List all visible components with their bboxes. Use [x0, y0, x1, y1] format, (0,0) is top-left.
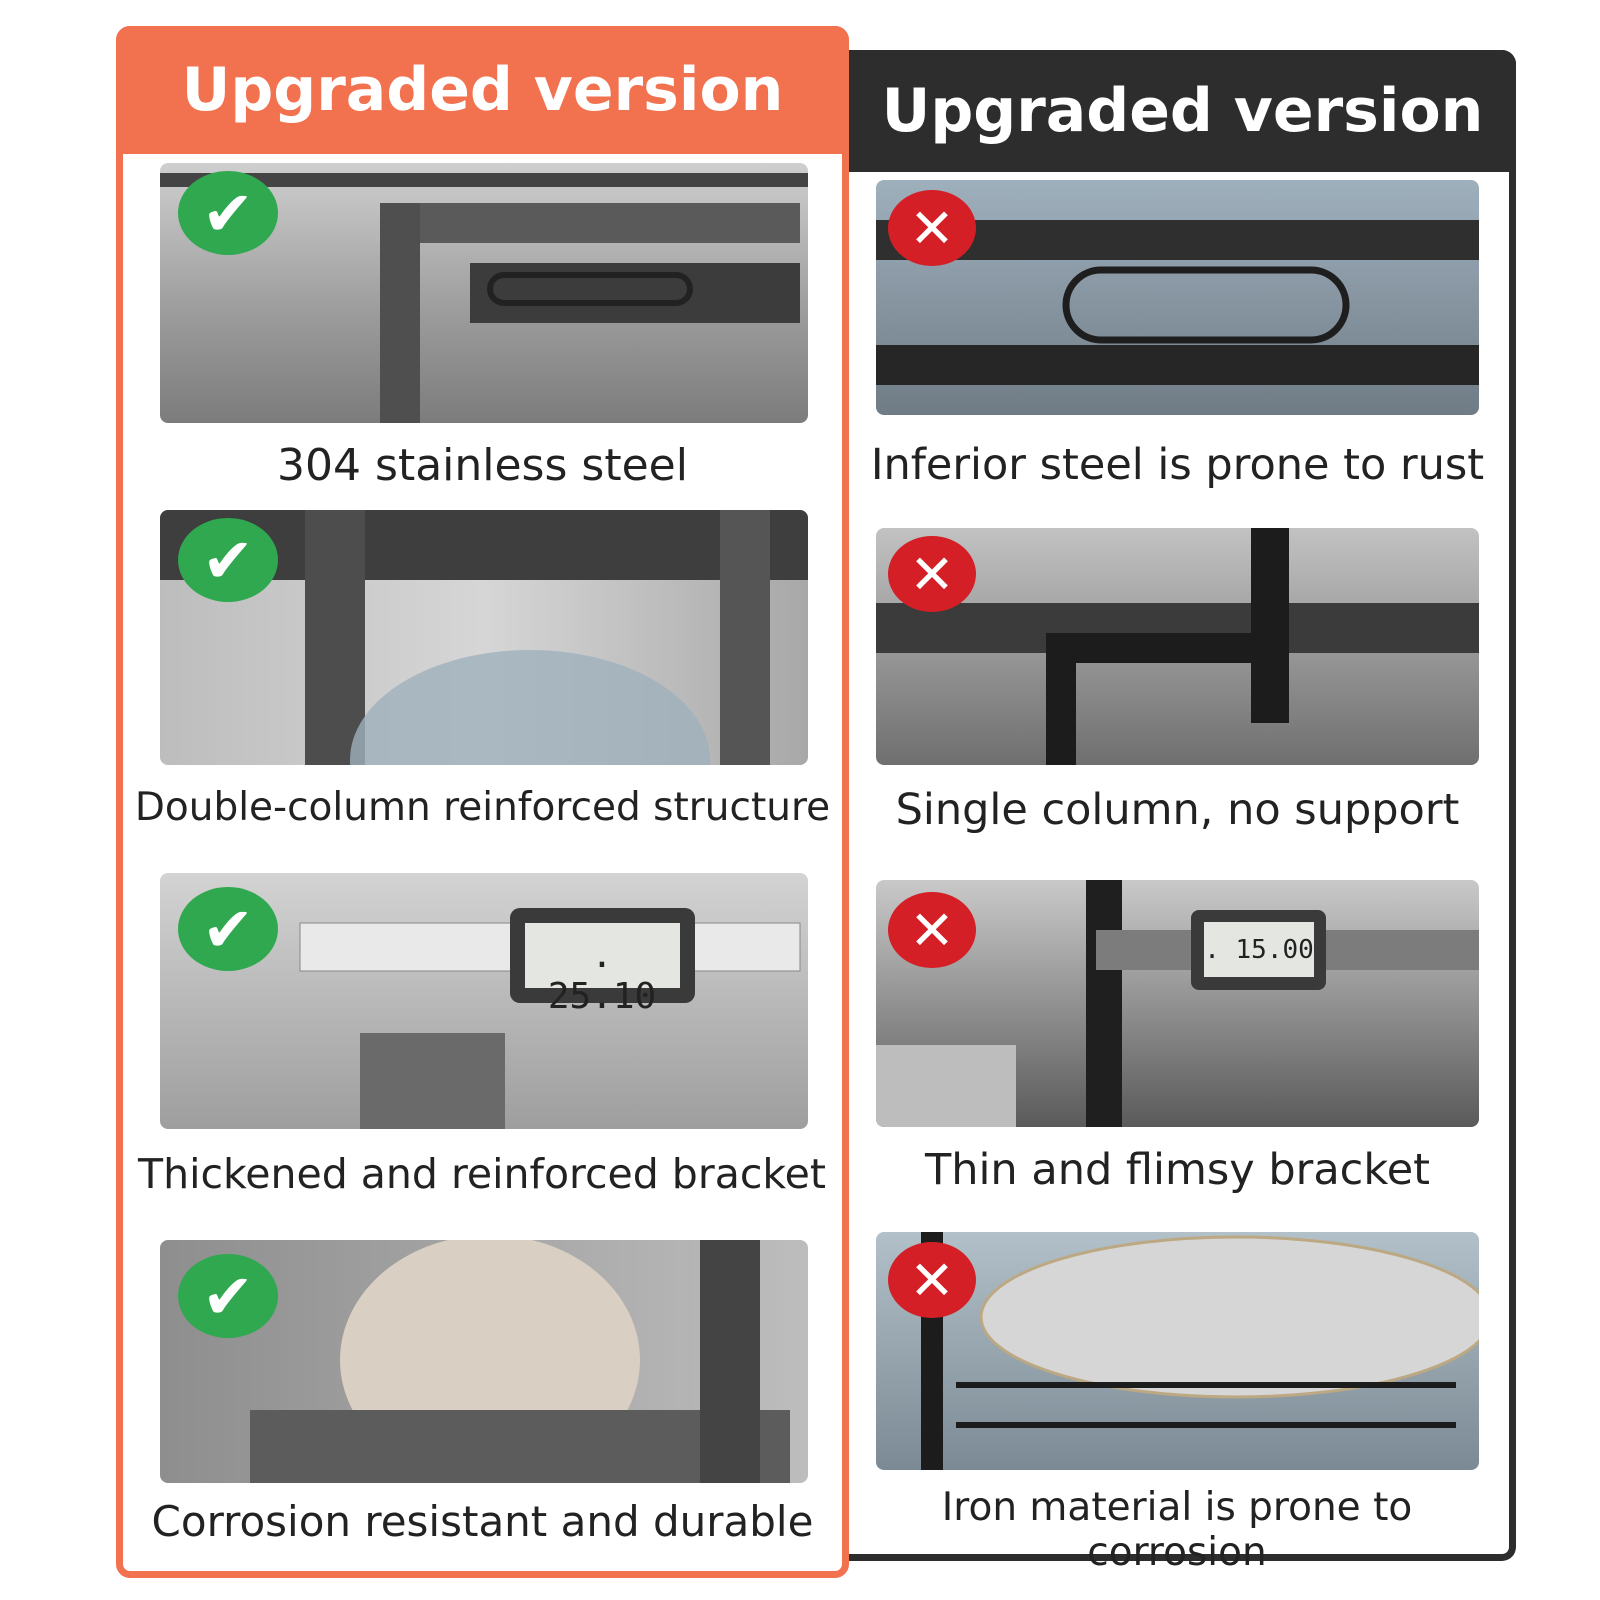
caption-iron-material: Iron material is prone to corrosion: [941, 1485, 1413, 1575]
caption-thick-bracket: Thickened and reinforced bracket: [138, 1150, 826, 1198]
caption-thin-bracket: Thin and flimsy bracket: [924, 1145, 1431, 1195]
check-icon: ✔: [178, 887, 278, 971]
caption-single-column: Single column, no support: [895, 785, 1460, 835]
caption-corrosion-resistant: Corrosion resistant and durable: [151, 1497, 814, 1546]
check-icon: ✔: [178, 518, 278, 602]
photo-single-column: ✕: [876, 528, 1479, 765]
cross-icon: ✕: [888, 1242, 976, 1318]
photo-thick-bracket-caliper: . 25.10 . 25.10 ✔: [160, 873, 808, 1129]
caption-inferior-steel: Inferior steel is prone to rust: [870, 440, 1485, 490]
photo-thin-bracket-caliper: . 15.00 ✕: [876, 880, 1479, 1127]
cross-icon: ✕: [888, 190, 976, 266]
caption-double-column: Double-column reinforced structure: [134, 785, 831, 830]
cross-icon: ✕: [888, 892, 976, 968]
inferior-panel-header: Upgraded version: [849, 50, 1516, 172]
photo-stainless-steel-rack: ✔: [160, 163, 808, 423]
photo-inferior-steel: ✕: [876, 180, 1479, 415]
cross-icon: ✕: [888, 536, 976, 612]
photo-iron-material: ✕: [876, 1232, 1479, 1470]
upgraded-panel-header: Upgraded version: [116, 26, 849, 154]
caption-304-stainless-steel: 304 stainless steel: [277, 440, 688, 491]
photo-corrosion-resistant: ✔: [160, 1240, 808, 1483]
caliper-reading: . 25.10: [547, 935, 657, 1017]
check-icon: ✔: [178, 171, 278, 255]
check-icon: ✔: [178, 1254, 278, 1338]
caliper-reading: . 15.00: [1204, 935, 1314, 965]
photo-double-column: ✔: [160, 510, 808, 765]
